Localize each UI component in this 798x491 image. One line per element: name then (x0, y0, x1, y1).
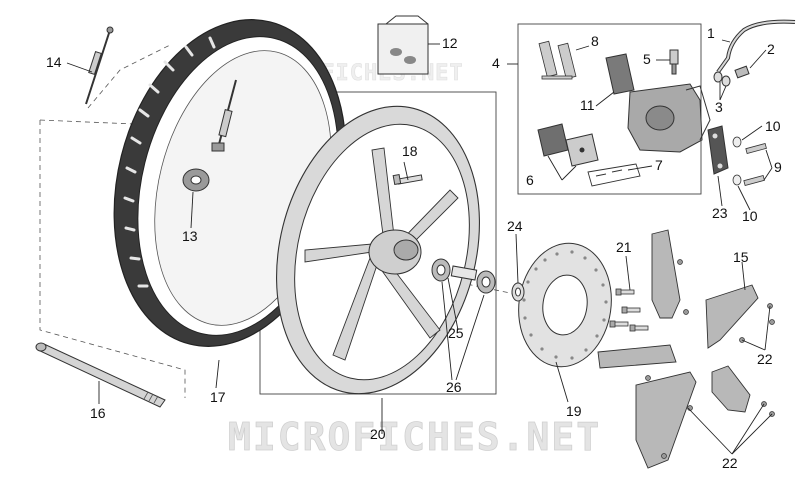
brake-hose-part (716, 19, 796, 74)
pad-pin-kit-part (538, 40, 577, 80)
wheel-axle-part (35, 342, 166, 408)
brake-caliper-group-box (517, 23, 702, 195)
callout-2: 2 (767, 41, 775, 57)
callout-4: 4 (492, 55, 500, 71)
callout-22-upper: 22 (757, 351, 773, 367)
speedometer-drive-part (182, 168, 210, 192)
callout-8: 8 (591, 33, 599, 49)
callout-24: 24 (507, 218, 523, 234)
callout-11: 11 (580, 97, 595, 113)
callout-25: 25 (448, 325, 464, 341)
callout-10-upper: 10 (765, 118, 781, 134)
copper-washer-part (713, 71, 731, 87)
callout-15: 15 (733, 249, 749, 265)
callout-labels: 1 2 3 4 5 6 7 8 9 10 10 11 12 13 14 15 1… (46, 25, 782, 471)
callout-1: 1 (707, 25, 715, 41)
callout-9: 9 (774, 159, 782, 175)
disc-washer-part (511, 282, 525, 302)
wheel-bearing-outer-part (476, 270, 496, 294)
callout-16: 16 (90, 405, 106, 421)
pad-shim-part (605, 53, 635, 95)
brake-caliper-part (627, 83, 711, 153)
caliper-bracket-part (707, 125, 729, 175)
callout-14: 14 (46, 54, 62, 70)
callout-21: 21 (616, 239, 632, 255)
callout-6: 6 (526, 172, 534, 188)
callout-20: 20 (370, 426, 386, 442)
callout-13: 13 (182, 228, 198, 244)
banjo-bolt-part (734, 65, 750, 79)
callout-12: 12 (442, 35, 458, 51)
caliper-washer-part (732, 136, 742, 186)
callout-3: 3 (715, 99, 723, 115)
callout-26: 26 (446, 379, 462, 395)
callout-19: 19 (566, 403, 582, 419)
cable-route-dash (87, 44, 171, 109)
brake-disc-part (518, 242, 612, 368)
callout-18: 18 (402, 143, 418, 159)
leader-lines (66, 39, 773, 455)
brake-pad-part (537, 123, 599, 167)
speedometer-cable-part (85, 26, 237, 152)
wheel-rim-part (276, 105, 480, 395)
callout-5: 5 (643, 51, 651, 67)
callout-10-lower: 10 (742, 208, 758, 224)
wheel-bearing-part (431, 258, 451, 282)
watermark-main: MICROFICHES.NET (228, 415, 601, 459)
callout-22-lower: 22 (722, 455, 738, 471)
mudguard-bracket-part (597, 229, 759, 469)
small-parts-packet-part (377, 15, 429, 75)
pad-spring-part (587, 163, 641, 187)
disc-screw-part (609, 288, 649, 332)
callout-7: 7 (655, 157, 663, 173)
bleed-valve-part (669, 49, 679, 75)
callout-23: 23 (712, 205, 728, 221)
callout-17: 17 (210, 389, 226, 405)
caliper-bolt-part (743, 142, 767, 186)
spacer-tube-part (450, 265, 478, 281)
rim-screw-part (392, 173, 423, 186)
